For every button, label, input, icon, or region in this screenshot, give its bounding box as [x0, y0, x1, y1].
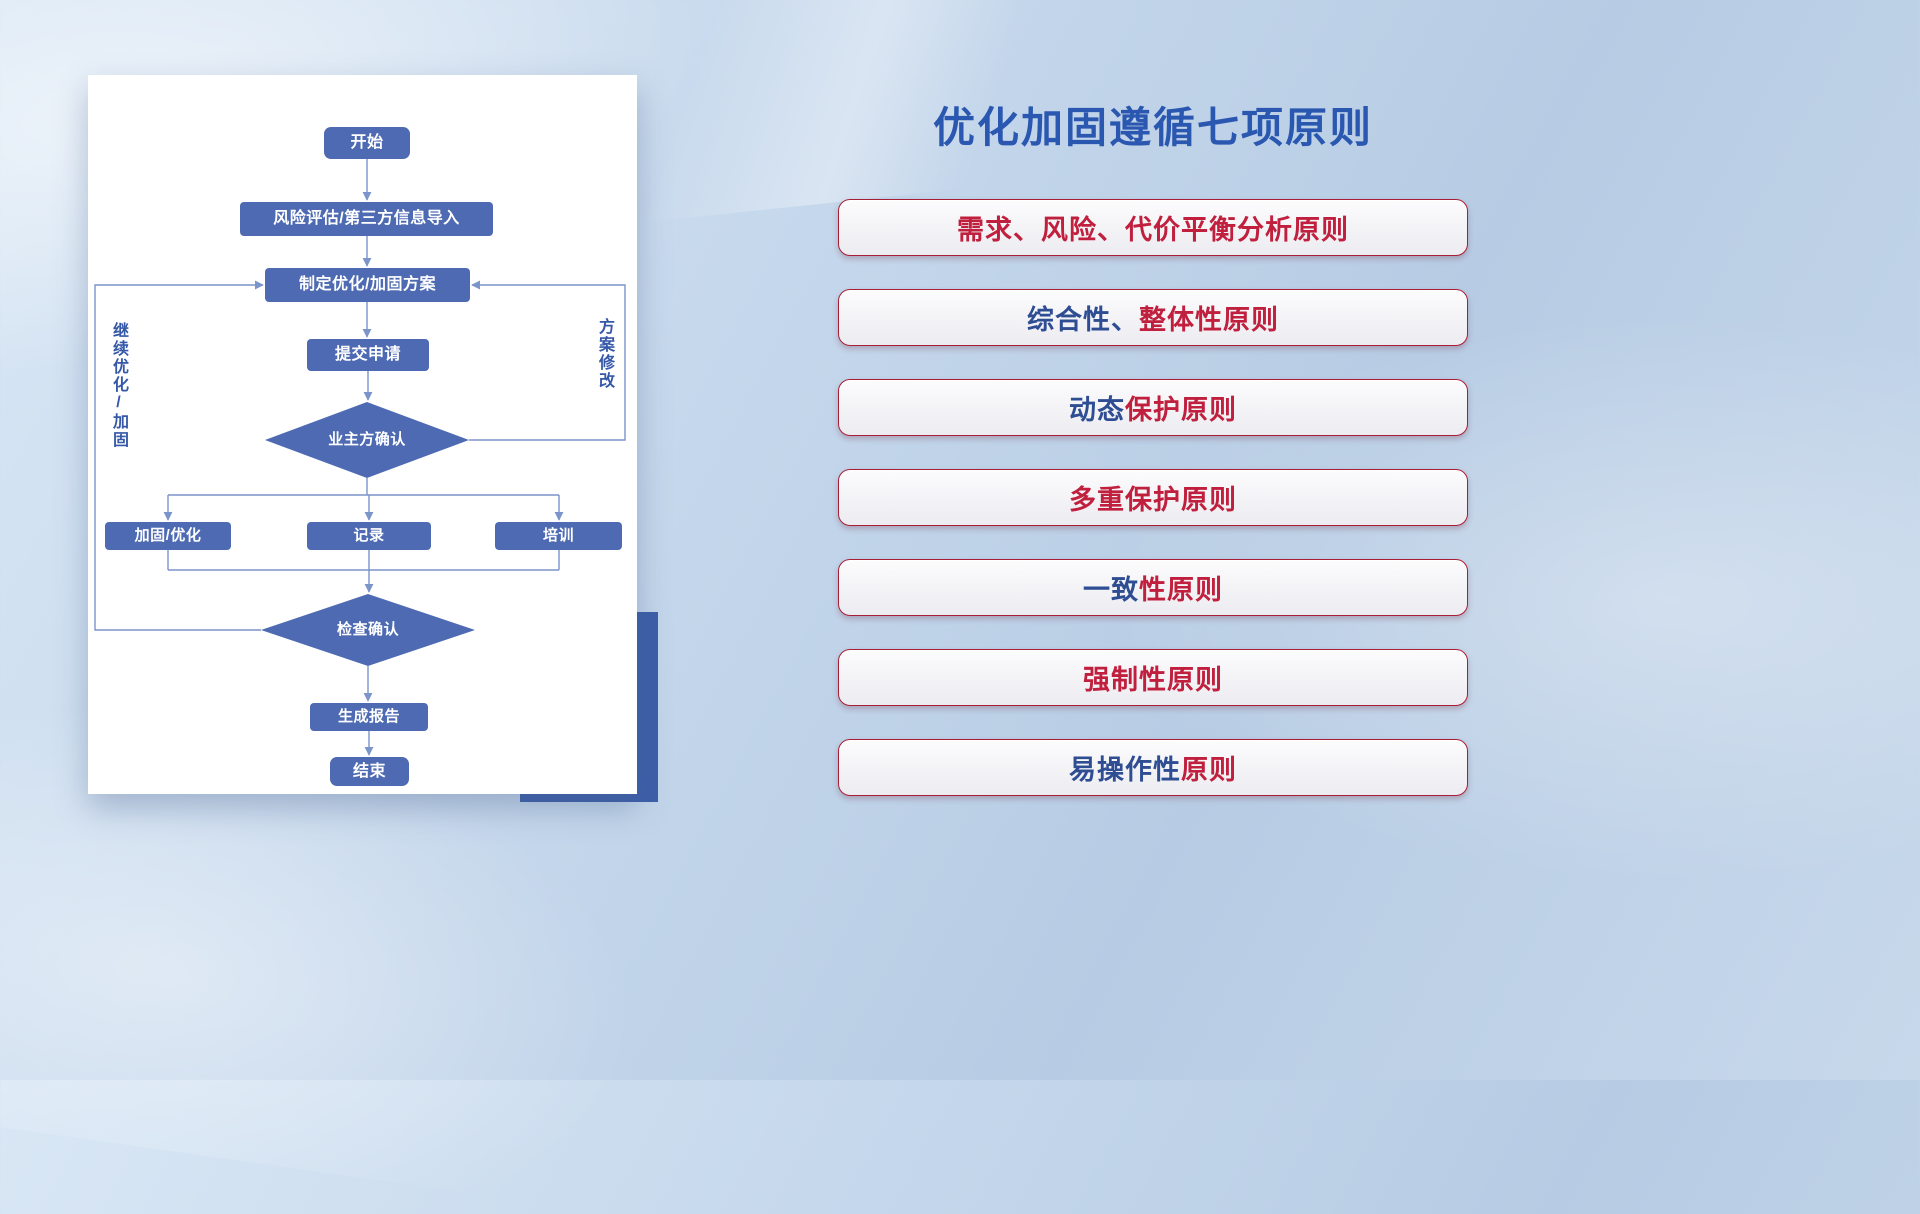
principles-list: 需求、风险、代价平衡分析原则综合性、整体性原则动态保护原则多重保护原则一致性原则… [838, 199, 1468, 829]
principle-text: 需求、风险、代价平衡分析原则 [957, 215, 1349, 245]
principle-item: 强制性原则 [838, 649, 1468, 706]
flow-node-risk-import: 风险评估/第三方信息导入 [240, 202, 493, 236]
principle-text: 原则 [1181, 755, 1237, 785]
principle-text: 保护原则 [1125, 395, 1237, 425]
principle-item: 综合性、整体性原则 [838, 289, 1468, 346]
principles-panel: 优化加固遵循七项原则 需求、风险、代价平衡分析原则综合性、整体性原则动态保护原则… [838, 94, 1468, 796]
principle-text: 一致 [1083, 575, 1139, 605]
loop-label-plan-revision: 方案修改 [596, 318, 613, 390]
principle-text: 综合性、 [1027, 305, 1139, 335]
flow-node-start: 开始 [324, 127, 410, 159]
flow-node-harden-optimize: 加固/优化 [105, 522, 231, 550]
principle-item: 易操作性原则 [838, 739, 1468, 796]
flow-node-record: 记录 [307, 522, 431, 550]
principle-text: 整体性原则 [1139, 305, 1279, 335]
principle-text: 性原则 [1139, 575, 1223, 605]
flow-node-end: 结束 [330, 757, 409, 786]
principle-text: 多重保护原则 [1069, 485, 1237, 515]
principle-text: 易操作性 [1069, 755, 1181, 785]
page-title: 优化加固遵循七项原则 [932, 104, 1373, 151]
flow-node-make-plan: 制定优化/加固方案 [265, 268, 470, 302]
principle-item: 需求、风险、代价平衡分析原则 [838, 199, 1468, 256]
principle-item: 多重保护原则 [838, 469, 1468, 526]
flow-node-training: 培训 [495, 522, 622, 550]
principle-item: 动态保护原则 [838, 379, 1468, 436]
principle-text: 动态 [1069, 395, 1125, 425]
principle-item: 一致性原则 [838, 559, 1468, 616]
flow-node-report: 生成报告 [310, 703, 428, 731]
flowchart-card: 开始 风险评估/第三方信息导入 制定优化/加固方案 提交申请 业主方确认 加固/… [88, 75, 637, 794]
principle-text: 强制性原则 [1083, 665, 1223, 695]
flow-node-submit: 提交申请 [307, 339, 429, 371]
loop-label-continue-optimize: 继续优化/加固 [110, 322, 127, 449]
